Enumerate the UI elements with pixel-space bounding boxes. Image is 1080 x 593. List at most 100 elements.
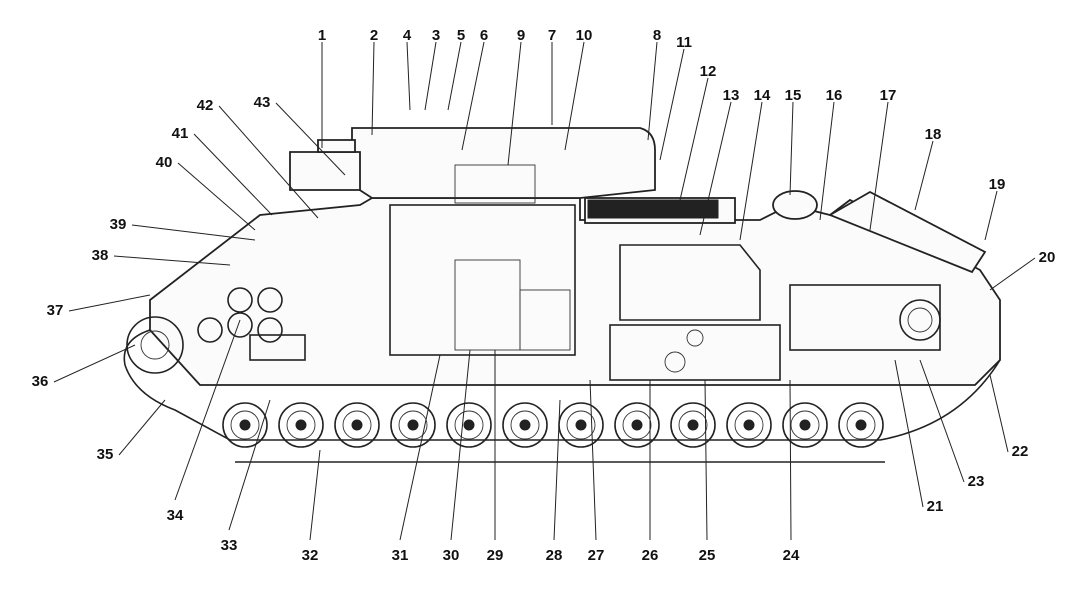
- leader-line: [450, 349, 471, 541]
- leader-line: [399, 354, 441, 541]
- callout-4: 4: [403, 27, 412, 111]
- callout-number: 35: [97, 446, 114, 463]
- leader-line: [118, 399, 166, 456]
- callout-35: 35: [97, 399, 166, 463]
- callout-28: 28: [546, 399, 562, 564]
- leader-line: [113, 255, 231, 266]
- engine-block: [619, 244, 761, 321]
- callout-number: 41: [172, 125, 189, 142]
- callout-number: 42: [197, 97, 214, 114]
- callout-12: 12: [679, 63, 716, 201]
- fuel-tank: [609, 324, 781, 381]
- leader-line: [739, 101, 763, 241]
- leader-line: [131, 224, 256, 241]
- leader-line: [589, 379, 597, 541]
- callout-17: 17: [869, 87, 897, 231]
- callout-32: 32: [302, 449, 321, 564]
- leader-line: [647, 41, 658, 141]
- running-gear: [222, 402, 884, 448]
- leader-line: [659, 48, 685, 161]
- road-wheel: [390, 402, 436, 448]
- leader-line: [68, 294, 151, 312]
- road-wheel: [782, 402, 828, 448]
- callout-number: 1: [318, 27, 326, 44]
- callout-number: 29: [487, 547, 504, 564]
- callout-39: 39: [110, 216, 256, 241]
- callout-number: 23: [968, 473, 985, 490]
- leader-line: [989, 374, 1009, 453]
- leader-line: [553, 399, 561, 541]
- internal-components: [197, 164, 941, 381]
- callout-number: 7: [548, 27, 556, 44]
- callout-number: 32: [302, 547, 319, 564]
- callout-number: 36: [32, 373, 49, 390]
- callout-number: 10: [576, 27, 593, 44]
- leader-line: [914, 140, 934, 211]
- road-wheel: [502, 402, 548, 448]
- leader-line: [919, 359, 965, 483]
- callout-37: 37: [47, 294, 151, 319]
- leader-line: [461, 41, 485, 151]
- callout-13: 13: [699, 87, 739, 236]
- callout-number: 31: [392, 547, 409, 564]
- road-wheel: [222, 402, 268, 448]
- callout-number: 21: [927, 498, 944, 515]
- road-wheel: [278, 402, 324, 448]
- callout-number: 22: [1012, 443, 1029, 460]
- leader-line: [789, 101, 794, 196]
- callout-26: 26: [642, 380, 658, 564]
- road-wheel: [838, 402, 884, 448]
- callout-number: 8: [653, 27, 661, 44]
- callout-8: 8: [647, 27, 661, 141]
- callout-41: 41: [172, 125, 273, 216]
- callout-number: 34: [167, 507, 184, 524]
- callout-19: 19: [984, 176, 1006, 241]
- callout-number: 43: [254, 94, 271, 111]
- leader-line: [177, 162, 256, 231]
- callout-number: 18: [925, 126, 942, 143]
- callout-number: 27: [588, 547, 605, 564]
- callout-6: 6: [461, 27, 488, 151]
- leader-line: [174, 319, 241, 501]
- leader-line: [704, 379, 708, 541]
- callout-10: 10: [564, 27, 593, 151]
- callout-40: 40: [156, 154, 256, 231]
- leader-line: [679, 77, 709, 201]
- callout-23: 23: [919, 359, 985, 490]
- leader-line: [819, 101, 835, 221]
- callout-33: 33: [221, 399, 271, 554]
- leader-line: [699, 101, 732, 236]
- callout-number: 38: [92, 247, 109, 264]
- callout-42: 42: [197, 97, 319, 219]
- callout-24: 24: [783, 379, 800, 564]
- callout-number: 3: [432, 27, 440, 44]
- leader-line: [424, 41, 437, 111]
- leader-line: [989, 257, 1036, 291]
- callout-3: 3: [424, 27, 440, 111]
- track: [123, 329, 1001, 441]
- callout-29: 29: [487, 350, 504, 564]
- final-drive: [899, 299, 941, 341]
- callouts-right: 20 22 23 21: [894, 249, 1056, 515]
- ammo-rack-top: [454, 164, 536, 204]
- callout-number: 20: [1039, 249, 1056, 266]
- driver-seat: [249, 334, 306, 361]
- leader-line: [228, 399, 271, 531]
- callout-27: 27: [588, 379, 605, 564]
- callout-number: 19: [989, 176, 1006, 193]
- callout-34: 34: [167, 319, 241, 524]
- callout-number: 11: [676, 34, 692, 51]
- leader-line: [309, 449, 321, 541]
- leader-line: [894, 359, 924, 508]
- callout-number: 4: [403, 27, 412, 44]
- callout-5: 5: [447, 27, 465, 111]
- leader-line: [869, 101, 889, 231]
- callout-number: 15: [785, 87, 802, 104]
- callout-number: 17: [880, 87, 897, 104]
- callout-38: 38: [92, 247, 231, 266]
- road-wheel: [614, 402, 660, 448]
